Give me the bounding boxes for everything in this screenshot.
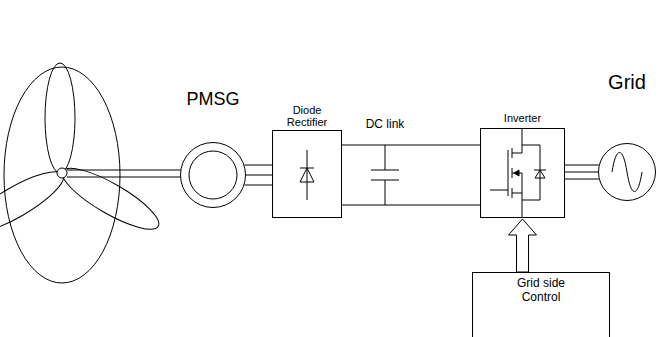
dc-link-label: DC link — [366, 117, 405, 131]
capacitor-symbol — [385, 145, 386, 170]
turbine-blade — [0, 162, 71, 243]
shaft — [67, 177, 181, 178]
capacitor-symbol — [371, 170, 399, 171]
mosfet-symbol — [490, 128, 546, 218]
rotor-disc — [4, 67, 120, 283]
inverter-box: Inverter — [480, 128, 565, 218]
shaft — [67, 170, 181, 171]
control-box: Grid side Control — [472, 272, 610, 337]
diode-symbol — [307, 150, 308, 200]
diode-symbol — [300, 168, 314, 169]
node-label: PMSG — [186, 89, 239, 110]
turbine-blade — [45, 63, 75, 173]
grid-circle: Grid — [598, 143, 656, 201]
connector — [244, 165, 272, 185]
node-label: Grid side Control — [510, 277, 572, 305]
connector — [509, 219, 537, 272]
node-label: Grid — [608, 71, 646, 94]
connector — [565, 165, 599, 179]
generator-circle: PMSG — [180, 142, 246, 208]
rectifier-box: Diode Rectifier — [272, 130, 342, 218]
node-label: Diode Rectifier — [277, 104, 337, 129]
capacitor-symbol — [385, 180, 386, 205]
sine-symbol — [612, 153, 642, 192]
connector — [342, 145, 480, 205]
node-label: Inverter — [504, 112, 541, 125]
turbine-hub — [57, 168, 67, 178]
diode-symbol — [300, 168, 314, 182]
generator-rotor — [189, 151, 237, 199]
